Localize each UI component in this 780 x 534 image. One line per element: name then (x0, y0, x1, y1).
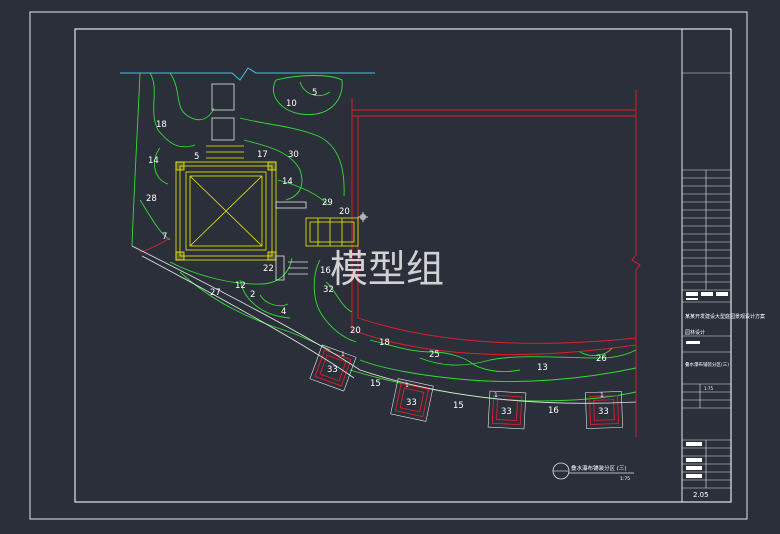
drawing-scale: 1:75 (620, 476, 630, 482)
label-7: 7 (162, 232, 167, 242)
drawing-title: 叠水瀑布铺装分区 (三) (571, 464, 627, 472)
green-planting-outlines (131, 72, 637, 402)
planter-label-1: 33 (327, 365, 338, 375)
plant-labels: 10 5 18 14 5 17 30 28 14 29 20 7 22 16 1… (146, 88, 609, 417)
title-block (682, 72, 731, 489)
title-block-marks (686, 292, 728, 478)
label-20a: 20 (339, 207, 350, 217)
label-26: 26 (596, 354, 607, 364)
planter-outlines-white (309, 344, 623, 430)
label-1a: 1 (341, 351, 345, 358)
label-2: 2 (250, 290, 255, 300)
drawing-title-block: 叠水瀑布铺装分区 (三) 1:75 (552, 462, 634, 482)
planter-label-2: 33 (406, 398, 417, 408)
title-block-sheet-code: 2.05 (693, 491, 709, 499)
label-30: 30 (288, 150, 299, 160)
paving-edge-arc (131, 245, 637, 404)
planter-label-3: 33 (501, 407, 512, 417)
label-14a: 14 (148, 156, 159, 166)
label-4: 4 (281, 307, 286, 317)
label-16a: 16 (320, 266, 331, 276)
label-1b: 1 (405, 382, 409, 389)
label-12: 12 (235, 281, 246, 291)
label-15a: 15 (370, 379, 381, 389)
label-18b: 18 (379, 338, 390, 348)
label-15b: 15 (453, 401, 464, 411)
outer-sheet-border (29, 11, 748, 520)
title-block-scale: 1:75 (704, 386, 713, 391)
label-17: 17 (257, 150, 268, 160)
label-16b: 16 (548, 406, 559, 416)
planter-label-4: 33 (598, 407, 609, 417)
label-29: 29 (322, 198, 333, 208)
title-block-sheet-name: 叠水瀑布铺装分区(三) (685, 361, 729, 368)
label-14b: 14 (282, 177, 293, 187)
title-block-project: 某某开发建设大型庭园景观设计方案 (685, 313, 765, 320)
cyan-edge (120, 67, 375, 81)
label-10: 10 (286, 99, 297, 109)
label-5a: 5 (312, 88, 317, 98)
label-27: 27 (210, 288, 221, 298)
label-1d: 1 (600, 392, 604, 399)
title-block-stage: 园林设计 (685, 329, 705, 336)
label-25: 25 (429, 350, 440, 360)
label-5b: 5 (194, 152, 199, 162)
drawing-frame (74, 28, 732, 503)
crosshair-cursor-icon (358, 212, 368, 222)
watermark-text: 模型组 (330, 247, 444, 291)
label-20b: 20 (350, 326, 361, 336)
walkway-stones (211, 83, 235, 141)
label-1c: 1 (494, 392, 498, 399)
label-28: 28 (146, 194, 157, 204)
label-13: 13 (537, 363, 548, 373)
pavilion-structure (175, 145, 359, 281)
label-18a: 18 (156, 120, 167, 130)
label-32: 32 (323, 285, 334, 295)
label-22: 22 (263, 264, 274, 274)
planter-boxes (314, 349, 619, 426)
